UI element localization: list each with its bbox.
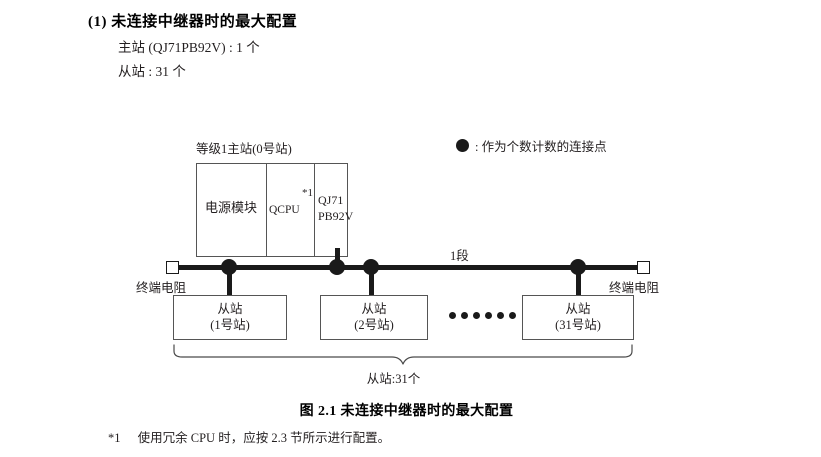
qj71pb92v-label-line-1: QJ71 [318,193,344,207]
slave-title-2: 从站 [361,301,387,316]
drop-cable-slave-31 [576,267,581,296]
slave-station-count-line: 从站 : 31 个 [118,64,186,79]
module-divider-2 [314,164,315,256]
module-divider-1 [266,164,267,256]
legend-label: : 作为个数计数的连接点 [475,140,607,154]
slave-station-number-1: (1号站) [210,317,250,332]
footnote-text: 使用冗余 CPU 时，应按 2.3 节所示进行配置。 [137,431,391,445]
slave-title-1: 从站 [217,301,243,316]
figure-caption: 图 2.1 未连接中继器时的最大配置 [299,404,514,419]
figure-caption-wrap: 图 2.1 未连接中继器时的最大配置 [0,400,821,420]
slave-station-number-31: (31号站) [555,317,601,332]
qcpu-footnote-mark: *1 [302,187,313,199]
slave-group-brace-label: 从站:31个 [366,372,421,386]
segment-label: 1段 [450,249,469,263]
power-supply-module-label: 电源模块 [205,200,258,215]
horizontal-ellipsis-icon [449,312,516,319]
slave-station-box-31: 从站 (31号站) [522,295,634,340]
slave-group-brace [173,344,634,366]
open-square-icon-terminator-right [637,261,650,274]
slave-station-number-2: (2号站) [354,317,394,332]
qj71pb92v-label-line-2: PB92V [318,209,354,224]
slave-title-31: 从站 [565,301,591,316]
section-title: (1) 未连接中继器时的最大配置 [88,14,298,30]
footnote: *1 使用冗余 CPU 时，应按 2.3 节所示进行配置。 [108,427,390,446]
master-drop-cable [335,248,340,268]
terminator-right-label: 终端电阻 [609,281,660,295]
slave-station-box-2: 从站 (2号站) [320,295,428,340]
terminator-left-label: 终端电阻 [136,281,187,295]
drop-cable-slave-1 [227,267,232,296]
legend: : 作为个数计数的连接点 [456,136,607,155]
master-station-count-line: 主站 (QJ71PB92V) : 1 个 [118,40,260,55]
slave-group-brace-label-wrap: 从站:31个 [0,368,821,387]
footnote-mark: *1 [108,431,121,445]
qj71pb92v-module-label: QJ71 PB92V [318,192,353,224]
master-station-box: 电源模块 QCPU *1 QJ71 PB92V [196,163,353,257]
qcpu-module-label: QCPU [269,204,300,216]
open-square-icon-terminator-left [166,261,179,274]
slave-station-box-1: 从站 (1号站) [173,295,287,340]
filled-circle-icon-node-master [329,259,345,275]
bus-trunk-line [172,265,639,270]
filled-circle-icon [456,139,469,152]
master-station-caption: 等级1主站(0号站) [196,142,292,156]
drop-cable-slave-2 [369,267,374,296]
